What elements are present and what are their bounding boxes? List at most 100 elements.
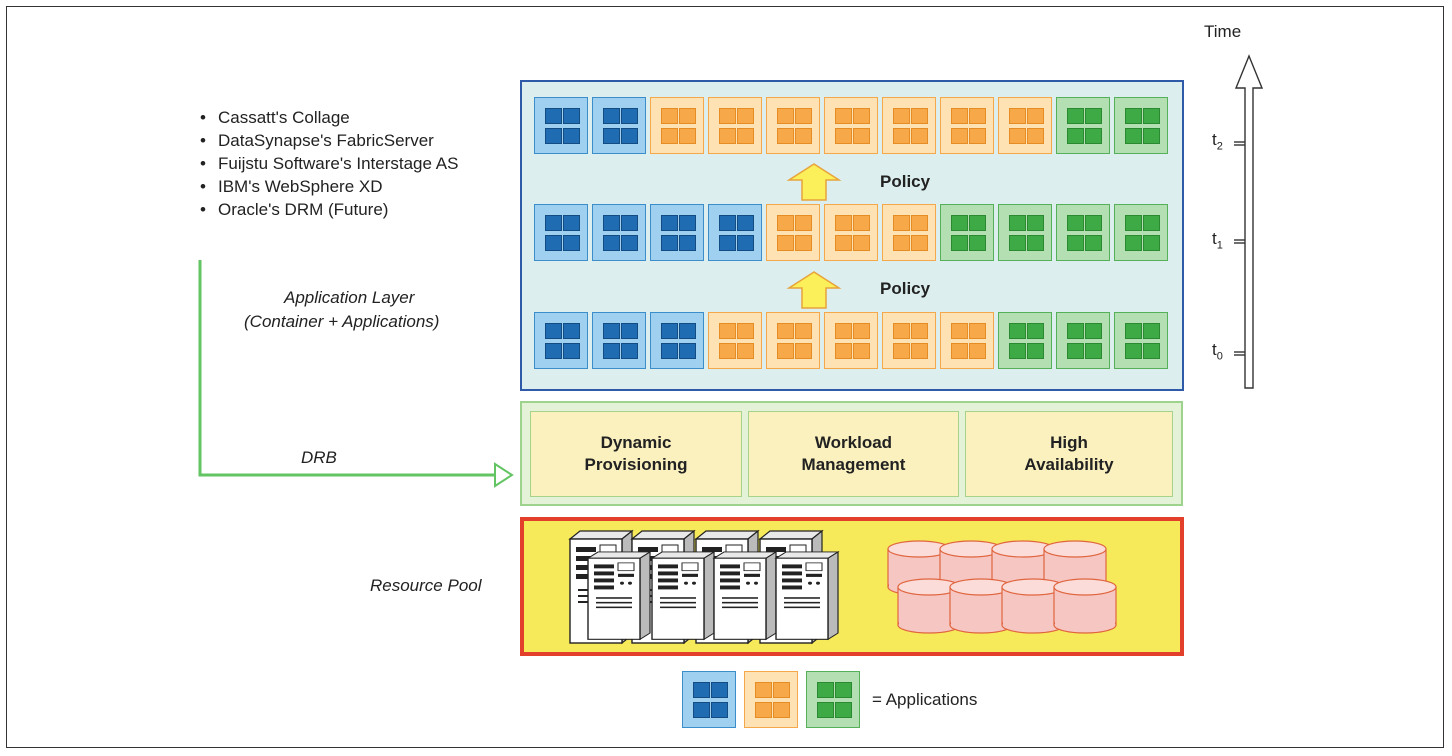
application-tile-green xyxy=(1056,204,1110,261)
application-tile-blue xyxy=(650,312,704,369)
application-cell xyxy=(737,108,754,124)
application-cell xyxy=(853,108,870,124)
vendor-item: DataSynapse's FabricServer xyxy=(200,129,458,152)
application-layer-sublabel: (Container + Applications) xyxy=(244,312,440,331)
application-tile-orange xyxy=(882,97,936,154)
application-cell xyxy=(1085,108,1102,124)
application-cell xyxy=(951,128,968,144)
policy-arrow-up-icon xyxy=(786,163,842,201)
application-cell xyxy=(1027,128,1044,144)
application-tile-green xyxy=(1056,312,1110,369)
application-layer-panel: Policy Policy xyxy=(520,80,1184,391)
application-cell xyxy=(679,128,696,144)
application-tile-blue xyxy=(592,204,646,261)
application-cell xyxy=(1085,323,1102,339)
resource-pool-panel xyxy=(520,517,1184,656)
application-cell xyxy=(951,235,968,251)
application-cell xyxy=(1067,108,1084,124)
application-cell xyxy=(795,343,812,359)
application-cell xyxy=(545,215,562,231)
application-cell xyxy=(545,323,562,339)
application-cell xyxy=(835,215,852,231)
application-cell xyxy=(969,215,986,231)
drb-services-panel: Dynamic Provisioning Workload Management… xyxy=(520,401,1183,506)
application-cell xyxy=(719,108,736,124)
application-cell xyxy=(1027,235,1044,251)
application-cell xyxy=(773,682,790,698)
application-cell xyxy=(951,343,968,359)
time-tick-t0: t0 xyxy=(1212,340,1223,363)
application-cell xyxy=(777,128,794,144)
drb-arrow xyxy=(198,260,514,488)
application-cell xyxy=(711,702,728,718)
application-cell xyxy=(777,343,794,359)
application-cell xyxy=(1125,108,1142,124)
policy-label-upper: Policy xyxy=(880,172,931,191)
diagram-frame xyxy=(6,6,1444,748)
application-cell xyxy=(661,128,678,144)
application-cell xyxy=(951,215,968,231)
application-tile-orange xyxy=(824,204,878,261)
application-layer-label: Application Layer xyxy=(284,288,415,307)
application-cell xyxy=(835,128,852,144)
application-cell xyxy=(603,108,620,124)
application-cell xyxy=(661,215,678,231)
application-cell xyxy=(737,128,754,144)
application-cell xyxy=(835,682,852,698)
application-tile-orange xyxy=(824,312,878,369)
application-cell xyxy=(1085,128,1102,144)
application-tile-orange xyxy=(766,312,820,369)
application-cell xyxy=(719,323,736,339)
vendor-item: IBM's WebSphere XD xyxy=(200,175,458,198)
application-cell xyxy=(1009,215,1026,231)
application-cell xyxy=(1143,215,1160,231)
application-tile-blue xyxy=(682,671,736,728)
application-cell xyxy=(545,235,562,251)
application-cell xyxy=(969,343,986,359)
application-cell xyxy=(711,682,728,698)
application-cell xyxy=(661,343,678,359)
application-cell xyxy=(795,235,812,251)
application-cell xyxy=(545,128,562,144)
application-cell xyxy=(661,323,678,339)
app-row-t2 xyxy=(534,97,1172,154)
application-cell xyxy=(911,343,928,359)
application-cell xyxy=(661,235,678,251)
application-cell xyxy=(853,323,870,339)
application-cell xyxy=(777,108,794,124)
application-tile-blue xyxy=(592,312,646,369)
application-cell xyxy=(773,702,790,718)
application-cell xyxy=(1125,235,1142,251)
application-cell xyxy=(737,343,754,359)
application-cell xyxy=(563,323,580,339)
application-cell xyxy=(1027,215,1044,231)
application-cell xyxy=(795,323,812,339)
application-cell xyxy=(835,343,852,359)
application-tile-orange xyxy=(708,97,762,154)
application-cell xyxy=(1067,323,1084,339)
application-cell xyxy=(1009,343,1026,359)
time-tick-t1: t1 xyxy=(1212,229,1223,252)
application-tile-orange xyxy=(998,97,1052,154)
application-cell xyxy=(835,323,852,339)
application-cell xyxy=(893,108,910,124)
application-tile-orange xyxy=(650,97,704,154)
policy-label-lower: Policy xyxy=(880,279,931,298)
application-cell xyxy=(693,682,710,698)
application-cell xyxy=(969,323,986,339)
application-tile-blue xyxy=(534,204,588,261)
application-tile-green xyxy=(998,312,1052,369)
application-cell xyxy=(563,108,580,124)
application-cell xyxy=(911,235,928,251)
storage-disks-illustration xyxy=(887,540,1117,634)
application-cell xyxy=(1143,235,1160,251)
application-cell xyxy=(1125,343,1142,359)
application-cell xyxy=(563,343,580,359)
application-cell xyxy=(817,682,834,698)
application-cell xyxy=(1027,323,1044,339)
application-cell xyxy=(603,323,620,339)
application-cell xyxy=(679,343,696,359)
vendor-item: Cassatt's Collage xyxy=(200,106,458,129)
application-cell xyxy=(719,128,736,144)
application-cell xyxy=(755,682,772,698)
